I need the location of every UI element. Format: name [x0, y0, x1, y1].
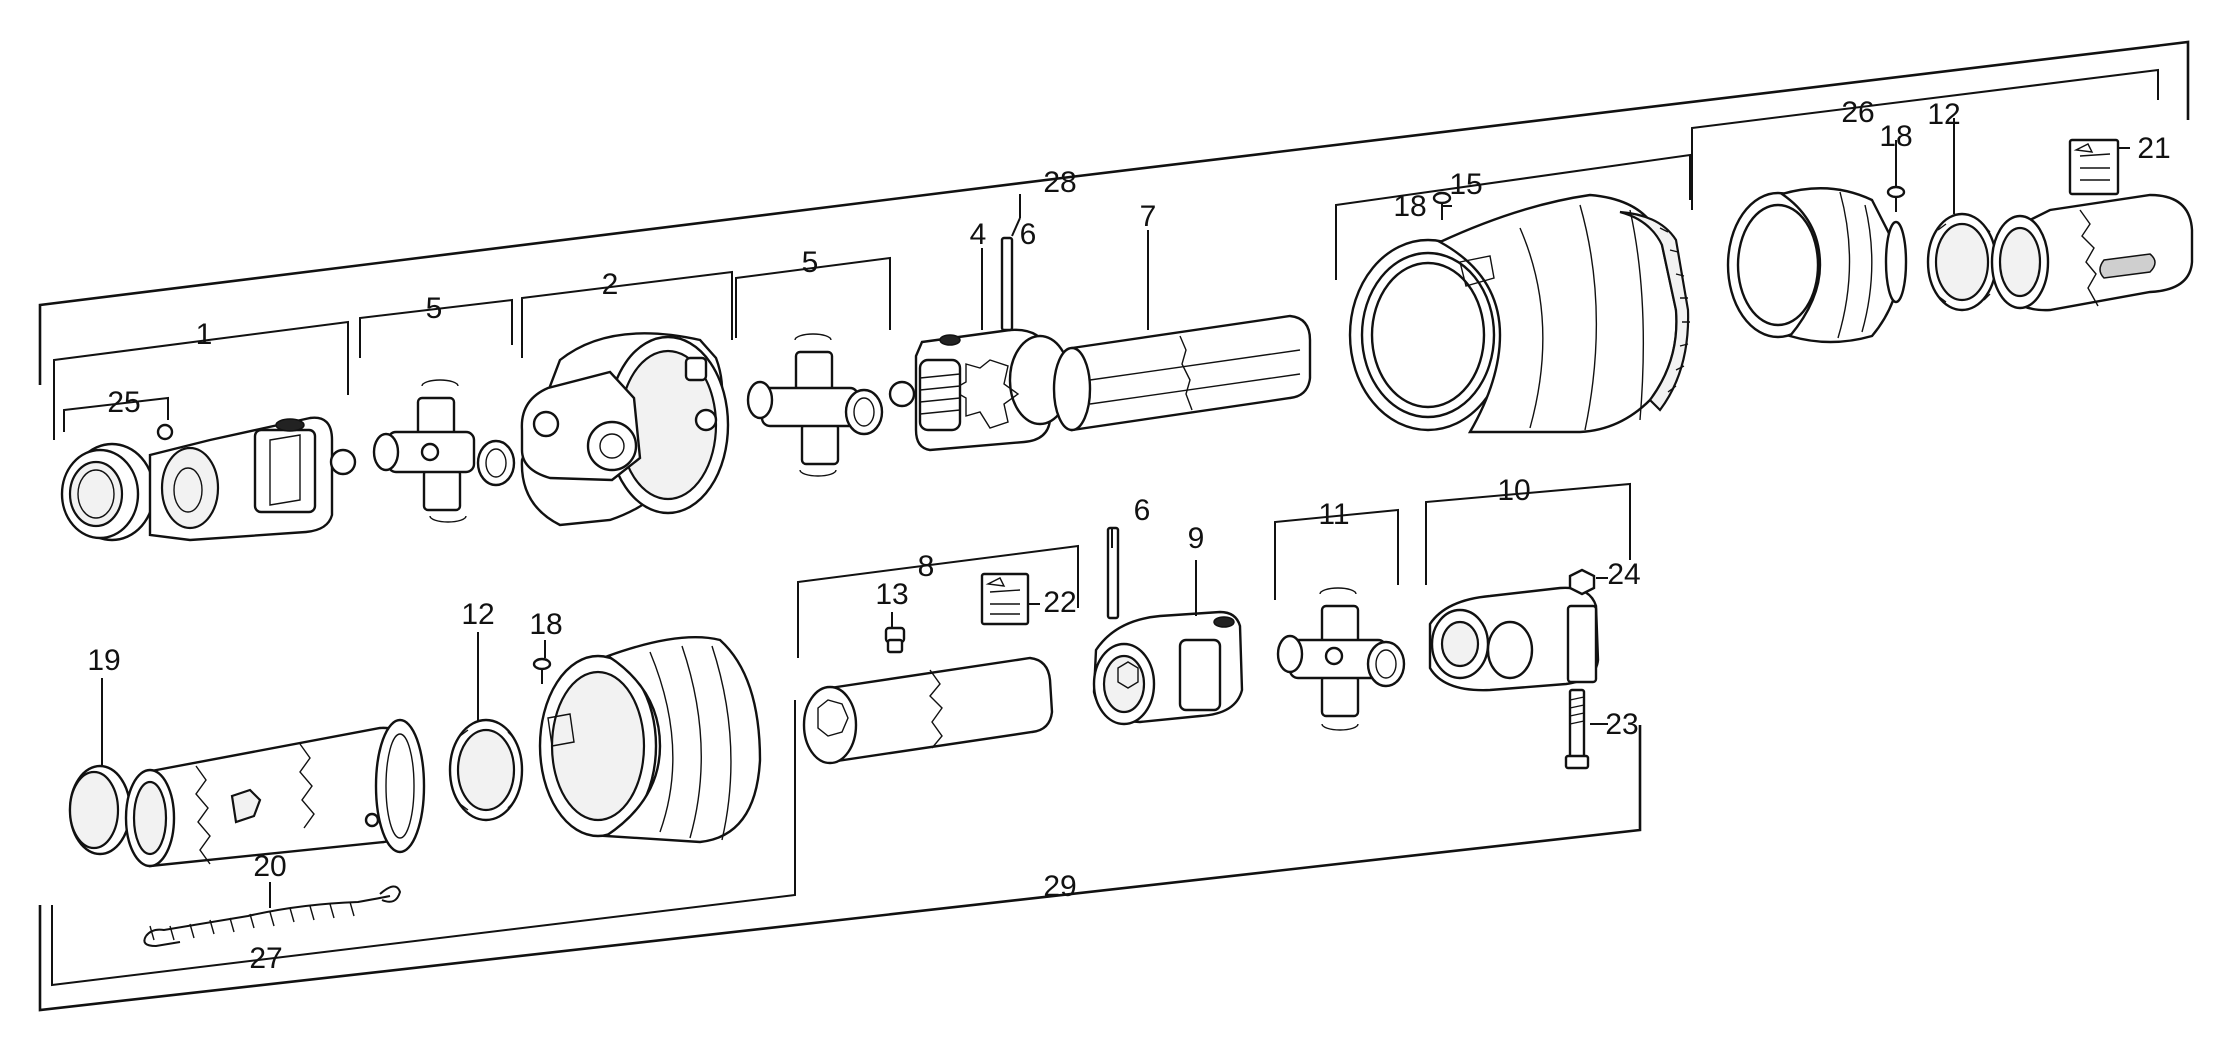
part-18b-screw	[1886, 185, 1906, 212]
part-8-outer-tube	[802, 572, 1054, 765]
callout-29: 29	[1043, 870, 1076, 903]
bracket-29	[38, 725, 1642, 1012]
bracket-8	[797, 544, 1079, 658]
callout-23: 23	[1605, 708, 1638, 741]
bracket-1	[53, 320, 349, 440]
part-bottom-guard-cone	[538, 636, 762, 844]
bracket-26	[1691, 68, 2159, 210]
callout-8: 8	[918, 550, 935, 583]
callout-21: 21	[2137, 132, 2170, 165]
callout-7: 7	[1140, 200, 1157, 233]
part-20-chain	[143, 885, 402, 948]
part-4-inner-yoke	[914, 328, 1072, 452]
callout-11: 11	[1318, 498, 1349, 531]
callout-18c: 18	[529, 608, 562, 641]
part-19-end-cap	[68, 764, 132, 856]
callout-18a: 18	[1393, 190, 1426, 223]
callout-2: 2	[602, 268, 619, 301]
callout-12a: 12	[1927, 98, 1960, 131]
part-23-bolt	[1564, 688, 1590, 770]
callout-9: 9	[1188, 522, 1205, 555]
part-2-cv-housing	[520, 332, 730, 527]
part-12a-bearing-ring	[1926, 212, 1998, 312]
part-9-inner-yoke	[1092, 610, 1244, 726]
callout-5a: 5	[426, 292, 443, 325]
part-24-nut	[1568, 568, 1596, 596]
part-1-yoke	[148, 416, 357, 542]
callout-10: 10	[1497, 474, 1530, 507]
callout-24: 24	[1607, 558, 1640, 591]
part-25-locking-rings	[60, 423, 174, 542]
callout-13: 13	[875, 578, 908, 611]
callout-12b: 12	[461, 598, 494, 631]
callout-4: 4	[970, 218, 987, 251]
part-18c-screw	[532, 657, 552, 684]
bracket-2	[521, 270, 733, 358]
callout-5b: 5	[802, 246, 819, 279]
bracket-11	[1274, 508, 1399, 600]
bracket-28	[38, 40, 2190, 385]
bracket-15	[1335, 153, 1691, 280]
part-15-guard-cone	[1348, 193, 1690, 434]
part-12b-bearing-ring	[448, 718, 524, 822]
callout-1: 1	[196, 318, 213, 351]
callout-28: 28	[1043, 166, 1076, 199]
group-brackets	[38, 40, 2190, 1012]
leader-lines	[101, 118, 2130, 908]
part-7-inner-tube	[1052, 314, 1312, 432]
callout-20: 20	[253, 850, 286, 883]
callout-26: 26	[1841, 96, 1874, 129]
part-5a-cross-journal	[372, 379, 516, 523]
callout-22: 22	[1043, 586, 1076, 619]
callout-6b: 6	[1134, 494, 1151, 527]
part-27-guard-tube	[124, 718, 426, 868]
bracket-10	[1425, 482, 1631, 585]
part-18a-screw	[1432, 191, 1452, 220]
bracket-27	[51, 700, 796, 987]
callout-18b: 18	[1879, 120, 1912, 153]
part-26-guard-cone	[1726, 187, 1908, 344]
part-11-cross-journal	[1276, 587, 1406, 731]
callout-25: 25	[107, 386, 140, 419]
callout-6a: 6	[1020, 218, 1037, 251]
bracket-25	[63, 396, 169, 432]
bracket-5a	[359, 298, 513, 358]
callout-19: 19	[87, 644, 120, 677]
callout-15: 15	[1449, 168, 1482, 201]
callout-labels: 28 26 1 25 5 2 5 4 6 7 18 15 18 12 21 11…	[87, 96, 2170, 975]
bracket-5b	[735, 256, 891, 338]
part-21-outer-tube	[1990, 138, 2194, 312]
part-5b-cross-journal	[746, 333, 916, 477]
callout-27: 27	[249, 942, 282, 975]
part-13-grease-nipple	[884, 626, 906, 654]
part-10-implement-yoke	[1428, 586, 1600, 692]
part-6a-pin	[1000, 236, 1014, 332]
